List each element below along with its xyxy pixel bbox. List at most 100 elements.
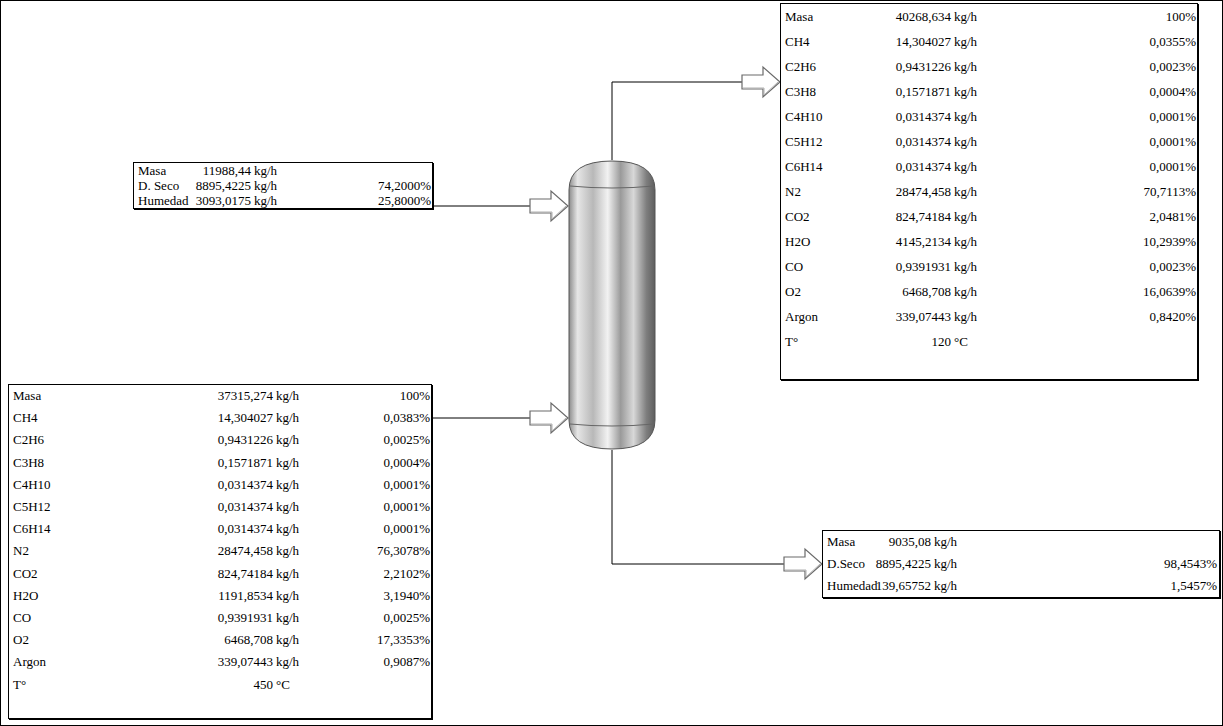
percentage: 70,7113% — [1143, 179, 1196, 204]
unit: kg/h — [954, 154, 977, 179]
mass-value: 8895,4225 — [196, 178, 251, 193]
row-name: Argon — [13, 651, 46, 673]
percentage: 98,4543% — [1164, 553, 1217, 575]
gas-outlet-table: Masa40268,634kg/h100%CH414,304027kg/h0,0… — [780, 3, 1198, 380]
row-name: N2 — [13, 540, 29, 562]
row-name: C6H14 — [13, 518, 51, 540]
row-name: Argon — [785, 304, 818, 329]
percentage: 0,0001% — [1149, 154, 1196, 179]
mass-value: 28474,458 — [896, 179, 951, 204]
row-name: Masa — [785, 4, 813, 29]
unit: kg/h — [254, 193, 277, 208]
mass-value: 8895,4225 — [876, 553, 931, 575]
row-name: T° — [13, 674, 26, 696]
flow-line — [612, 450, 784, 564]
row-name: T° — [785, 329, 798, 354]
unit: kg/h — [954, 304, 977, 329]
row-name: CH4 — [785, 29, 810, 54]
mass-value: 6468,708 — [224, 629, 273, 651]
unit: kg/h — [254, 163, 277, 178]
vessel-seam — [570, 186, 654, 188]
row-name: C2H6 — [785, 54, 816, 79]
unit: kg/h — [276, 429, 299, 451]
mass-value: 3093,0175 — [196, 193, 251, 208]
percentage: 76,3078% — [377, 540, 430, 562]
row-name: Masa — [827, 531, 855, 553]
mass-value: 450 — [254, 674, 274, 696]
unit: kg/h — [276, 385, 299, 407]
gas-inlet-table: Masa37315,274kg/h100%CH414,304027kg/h0,0… — [8, 384, 432, 719]
unit: kg/h — [276, 563, 299, 585]
percentage: 2,2102% — [383, 563, 430, 585]
arrow-shade — [531, 418, 566, 431]
percentage: 1,5457% — [1170, 575, 1217, 597]
mass-value: 824,74184 — [896, 204, 951, 229]
arrow-shade — [743, 82, 778, 95]
row-name: H2O — [785, 229, 810, 254]
percentage: 0,0023% — [1149, 54, 1196, 79]
percentage: 0,0004% — [383, 452, 430, 474]
percentage: 0,0001% — [383, 496, 430, 518]
unit: kg/h — [934, 531, 957, 553]
flow-arrow — [612, 450, 822, 579]
mass-value: 0,1571871 — [896, 79, 951, 104]
percentage: 0,0001% — [1149, 104, 1196, 129]
row-name: O2 — [785, 279, 801, 304]
unit: kg/h — [954, 4, 977, 29]
unit: kg/h — [276, 651, 299, 673]
percentage: 2,0481% — [1149, 204, 1196, 229]
mass-value: 0,9431226 — [218, 429, 273, 451]
row-name: N2 — [785, 179, 801, 204]
mass-value: 40268,634 — [896, 4, 951, 29]
row-name: C5H12 — [13, 496, 51, 518]
row-name: CO — [785, 254, 803, 279]
flow-line — [432, 418, 530, 419]
row-name: C4H10 — [785, 104, 823, 129]
unit: kg/h — [954, 129, 977, 154]
unit: kg/h — [276, 607, 299, 629]
row-name: Humedad — [138, 193, 189, 208]
mass-value: 0,0314374 — [218, 474, 273, 496]
mass-value: 6468,708 — [902, 279, 951, 304]
mass-value: 120 — [932, 329, 952, 354]
unit: kg/h — [276, 407, 299, 429]
mass-value: 9035,08 — [889, 531, 931, 553]
mass-value: 0,0314374 — [896, 129, 951, 154]
percentage: 17,3353% — [377, 629, 430, 651]
row-name: D. Seco — [138, 178, 179, 193]
percentage: 0,0025% — [383, 607, 430, 629]
row-name: Humedad — [827, 575, 878, 597]
percentage: 0,0001% — [383, 518, 430, 540]
unit: kg/h — [276, 452, 299, 474]
mass-value: 139,65752 — [876, 575, 931, 597]
mass-value: 824,74184 — [218, 563, 273, 585]
row-name: C3H8 — [13, 452, 44, 474]
arrow-shade — [785, 564, 820, 577]
percentage: 0,0383% — [383, 407, 430, 429]
flow-arrow — [433, 191, 568, 221]
unit: kg/h — [954, 104, 977, 129]
mass-value: 0,0314374 — [218, 518, 273, 540]
vessel-body — [569, 161, 655, 449]
unit: °C — [954, 329, 968, 354]
row-name: H2O — [13, 585, 38, 607]
mass-value: 14,304027 — [896, 29, 951, 54]
unit: kg/h — [276, 629, 299, 651]
percentage: 3,1940% — [383, 585, 430, 607]
percentage: 25,8000% — [378, 193, 431, 208]
unit: kg/h — [954, 229, 977, 254]
mass-value: 339,07443 — [896, 304, 951, 329]
unit: kg/h — [954, 29, 977, 54]
row-name: C6H14 — [785, 154, 823, 179]
vessel-shape — [568, 160, 656, 450]
mass-value: 14,304027 — [218, 407, 273, 429]
unit: kg/h — [954, 204, 977, 229]
block-arrowhead — [784, 549, 822, 579]
flow-line — [433, 206, 530, 207]
percentage: 0,0355% — [1149, 29, 1196, 54]
percentage: 0,0001% — [1149, 129, 1196, 154]
mass-value: 0,0314374 — [896, 154, 951, 179]
row-name: D.Seco — [827, 553, 865, 575]
